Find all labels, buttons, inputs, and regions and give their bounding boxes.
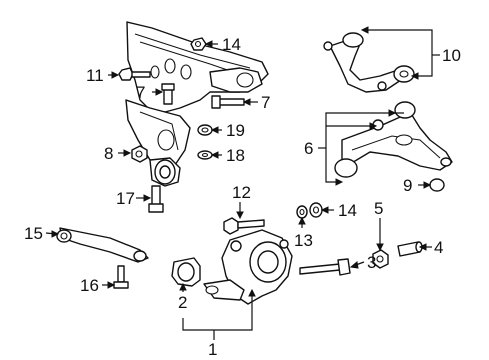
lower-washer [197, 150, 213, 160]
crossmember-bolt-right [211, 95, 245, 109]
callout-17: 17 [116, 189, 135, 208]
rear-knuckle [203, 229, 293, 305]
cap [429, 178, 445, 192]
callout-11: 11 [86, 66, 104, 85]
callout-19: 19 [226, 121, 245, 140]
hex-bolt [118, 67, 151, 81]
long-bolt [299, 258, 351, 276]
arm-bolt [113, 265, 129, 289]
callout-3: 3 [367, 253, 376, 272]
leader-lines [45, 26, 440, 340]
callout-2: 2 [178, 293, 187, 312]
upper-washer [197, 124, 213, 136]
callout-8: 8 [104, 144, 113, 163]
callout-15: 15 [24, 224, 43, 243]
crossmember-nut [131, 145, 148, 163]
knuckle-bushing [171, 257, 201, 287]
trailing-arm [56, 227, 149, 263]
callout-1: 1 [208, 340, 217, 359]
flange-nut [372, 249, 389, 269]
callout-10: 10 [442, 46, 461, 65]
upper-control-arm [323, 32, 415, 93]
knuckle-bolt [223, 217, 265, 235]
callout-7-right: 7 [261, 93, 270, 112]
callout-7-left: 7 [136, 83, 145, 102]
callout-18: 18 [226, 146, 245, 165]
washer [296, 205, 308, 219]
callout-14-knuckle: 14 [338, 201, 357, 220]
callout-6: 6 [304, 139, 313, 158]
nut-top [190, 37, 207, 51]
callout-13: 13 [294, 231, 313, 250]
mount-bolt [148, 185, 164, 213]
nut-knuckle [309, 202, 323, 218]
callout-14-top: 14 [222, 35, 241, 54]
callout-4: 4 [434, 238, 443, 257]
spacer-sleeve [397, 241, 423, 257]
callout-5: 5 [374, 199, 383, 218]
callout-12: 12 [232, 183, 251, 202]
callout-labels: 1 2 3 4 5 6 7 7 8 9 10 11 12 13 14 14 15… [24, 35, 461, 359]
callout-9: 9 [403, 176, 412, 195]
callout-16: 16 [80, 276, 99, 295]
crossmember-bolt-left [161, 83, 175, 105]
